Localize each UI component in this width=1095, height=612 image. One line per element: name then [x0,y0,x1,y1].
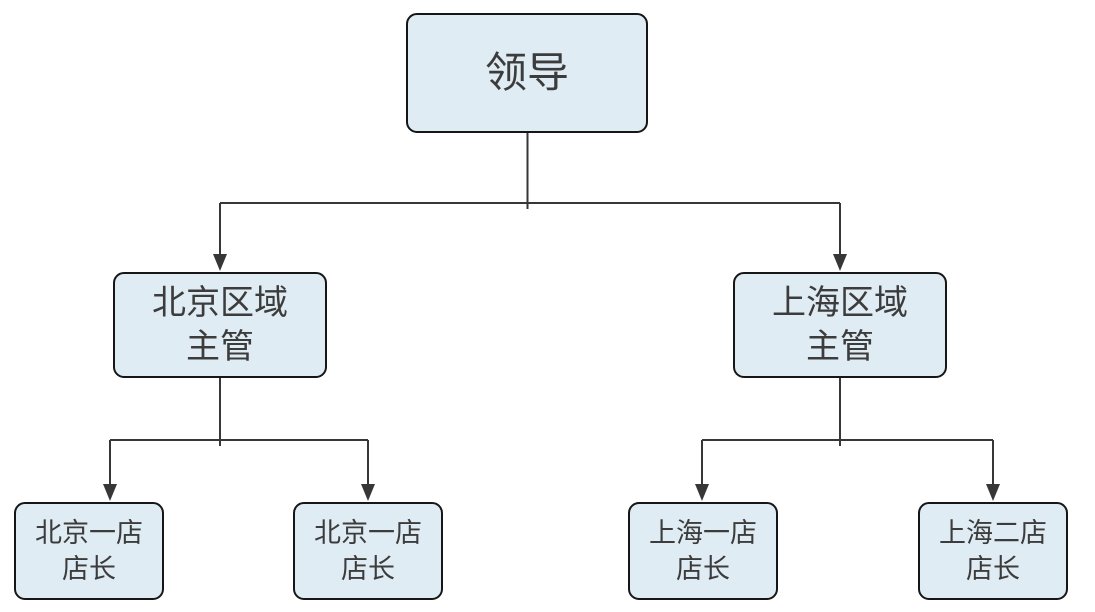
node-leader[interactable]: 领导 [406,13,648,133]
node-label-line: 领导 [484,48,569,96]
arrow-down-icon [103,484,117,501]
arrow-down-icon [213,254,227,271]
node-label-line: 北京区域 [152,283,288,322]
node-shanghai-store-1[interactable]: 上海一店 店长 [628,502,778,600]
node-label-line: 上海区域 [772,283,908,322]
node-label-line: 店长 [62,554,116,584]
arrow-down-icon [833,254,847,271]
node-beijing-store-b[interactable]: 北京一店 店长 [293,502,443,600]
node-label-line: 上海二店 [939,517,1047,548]
node-beijing-store-a[interactable]: 北京一店 店长 [14,502,164,600]
node-label-line: 店长 [676,554,730,584]
node-label-line: 店长 [966,554,1020,584]
node-shanghai-supervisor[interactable]: 上海区域 主管 [733,272,947,378]
node-shanghai-store-2[interactable]: 上海二店 店长 [918,502,1068,600]
arrow-down-icon [695,484,709,501]
node-label-line: 北京一店 [35,517,143,548]
node-label-line: 主管 [806,328,874,366]
node-label-line: 北京一店 [314,517,422,548]
node-label-line: 上海一店 [649,517,757,548]
node-label-line: 主管 [186,328,254,366]
arrow-down-icon [361,484,375,501]
arrow-down-icon [986,484,1000,501]
node-label-line: 店长 [341,554,395,584]
node-beijing-supervisor[interactable]: 北京区域 主管 [113,272,327,378]
